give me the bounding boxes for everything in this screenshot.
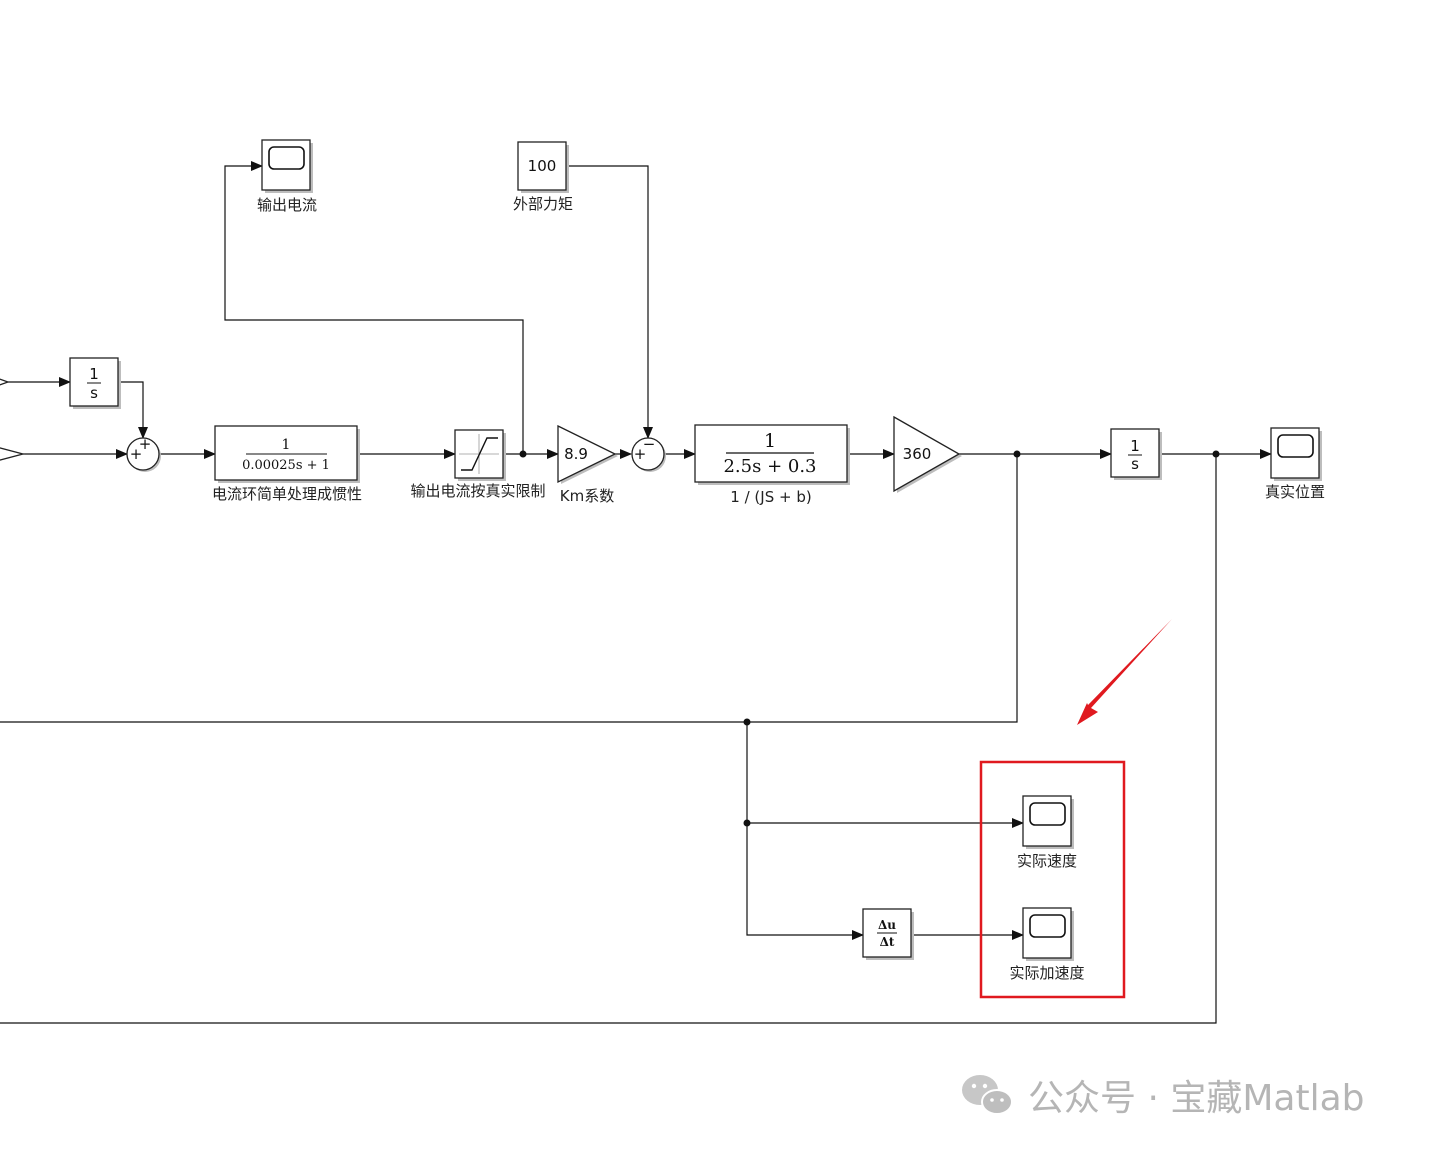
derivative-num: Δu [878, 918, 896, 932]
highlight-box [979, 760, 1126, 999]
scope-speed-label: 实际速度 [1017, 852, 1077, 870]
integrator-pos-den: s [1131, 455, 1139, 473]
wechat-icon [962, 1075, 1013, 1115]
constant-torque-block[interactable]: 100 [517, 141, 569, 193]
wire-to-scope-current[interactable] [224, 161, 524, 454]
sum2-sign-top: − [643, 435, 656, 453]
scope-output-current-label: 输出电流 [257, 196, 317, 214]
scope-acceleration-label: 实际加速度 [1009, 964, 1084, 982]
wire-torque-to-sum2[interactable] [567, 165, 653, 439]
gain-km-value: 8.9 [564, 445, 588, 463]
integrator-pos-num: 1 [1130, 437, 1140, 455]
wire-integrator-to-sum1[interactable] [119, 381, 148, 439]
saturation-block[interactable] [454, 429, 506, 481]
sum2-sign-left: + [634, 445, 647, 463]
sum-block-2[interactable]: + − [631, 435, 666, 472]
gain-block-partial[interactable] [0, 372, 10, 392]
wire-position-feedback[interactable] [0, 454, 1217, 1024]
tf-mech-num: 1 [764, 430, 776, 452]
branch-point [743, 718, 751, 726]
integrator-block-position[interactable]: 1 s [1110, 428, 1162, 480]
sum-block-1[interactable]: + + [126, 435, 161, 472]
branch-points [519, 450, 1220, 827]
gain-km-label: Km系数 [560, 487, 614, 505]
scope-acceleration[interactable] [1022, 907, 1074, 961]
scope-output-current[interactable] [261, 139, 313, 193]
derivative-den: Δt [880, 935, 895, 949]
scope-speed[interactable] [1022, 795, 1074, 849]
tf-current-label: 电流环简单处理成惯性 [212, 485, 362, 503]
branch-point [519, 450, 527, 458]
constant-label: 外部力矩 [513, 195, 573, 213]
sum1-sign-left: + [130, 445, 143, 463]
integrator-den: s [90, 384, 98, 402]
transfer-fcn-current[interactable]: 1 0.00025s + 1 [214, 425, 360, 483]
constant-value: 100 [528, 157, 557, 175]
transfer-fcn-mech[interactable]: 1 2.5s + 0.3 [694, 424, 850, 485]
tf-current-num: 1 [282, 437, 291, 453]
branch-point [1212, 450, 1220, 458]
wire-speed-to-derivative[interactable] [746, 722, 864, 940]
gain-km-block[interactable]: 8.9 [557, 424, 618, 484]
derivative-block[interactable]: Δu Δt [862, 908, 914, 960]
tf-mech-label: 1 / (JS + b) [730, 488, 811, 506]
gain-block-partial[interactable] [0, 440, 26, 468]
branch-point [743, 819, 751, 827]
tf-mech-den: 2.5s + 0.3 [723, 456, 816, 477]
gain-360-block[interactable]: 360 [893, 415, 962, 493]
integrator-num: 1 [89, 365, 99, 383]
wires [0, 161, 1272, 1024]
watermark-text: 公众号 · 宝藏Matlab [1028, 1078, 1364, 1119]
scope-position-label: 真实位置 [1265, 483, 1325, 501]
sum1-sign-top: + [139, 435, 152, 453]
branch-point [1013, 450, 1021, 458]
scope-position[interactable] [1270, 427, 1322, 481]
saturation-label: 输出电流按真实限制 [410, 482, 545, 500]
tf-current-den: 0.00025s + 1 [242, 458, 330, 473]
gain-360-value: 360 [903, 445, 932, 463]
wire-speed-feedback[interactable] [0, 454, 1018, 723]
annotation-arrow [1077, 619, 1172, 725]
integrator-block-top[interactable]: 1 s [69, 357, 121, 409]
